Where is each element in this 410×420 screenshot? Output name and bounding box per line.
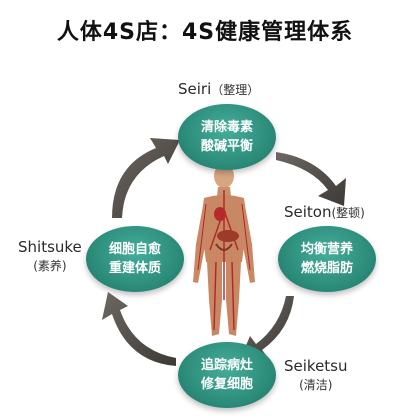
step-seiri-ellipse: 清除毒素 酸碱平衡 xyxy=(178,104,276,170)
shitsuke-line-2: 重建体质 xyxy=(108,261,161,276)
step-seiton-label: Seiton(整顿) xyxy=(284,203,365,221)
seiri-line-1: 清除毒素 xyxy=(200,120,253,135)
step-shitsuke-ellipse: 细胞自愈 重建体质 xyxy=(86,226,184,292)
step-seiketsu-ellipse: 追踪病灶 修复细胞 xyxy=(178,342,276,408)
step-seiri-label: Seiri（整理） xyxy=(178,80,260,98)
seiton-line-2: 燃烧脂肪 xyxy=(300,261,353,276)
page-title: 人体4S店：4S健康管理体系 xyxy=(56,20,354,45)
step-seiketsu-label: Seiketsu (清洁) xyxy=(284,357,348,392)
arrow-seiketsu-to-shitsuke xyxy=(102,292,176,366)
arrow-seiri-to-seiton xyxy=(276,152,346,206)
arrow-seiton-to-seiketsu xyxy=(240,296,294,360)
step-shitsuke-label: Shitsuke (素养) xyxy=(18,238,82,273)
step-seiton-ellipse: 均衡营养 燃烧脂肪 xyxy=(278,226,376,292)
seiketsu-line-1: 追踪病灶 xyxy=(200,358,253,373)
seiri-line-2: 酸碱平衡 xyxy=(200,139,253,154)
seiketsu-line-2: 修复细胞 xyxy=(200,377,253,392)
human-anatomy-figure xyxy=(193,164,255,336)
shitsuke-line-1: 细胞自愈 xyxy=(108,242,161,257)
arrow-shitsuke-to-seiri xyxy=(112,138,180,218)
seiton-line-1: 均衡营养 xyxy=(300,242,353,257)
